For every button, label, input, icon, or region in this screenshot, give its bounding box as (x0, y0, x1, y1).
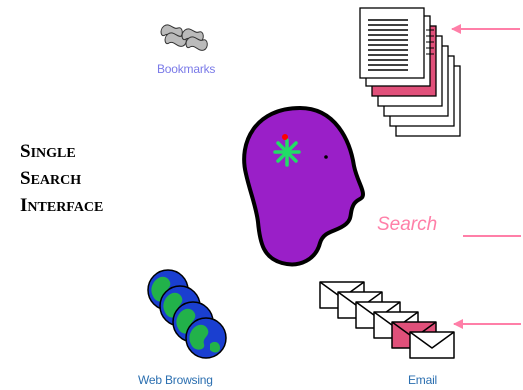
title-line: SEARCH (20, 166, 103, 193)
title-rest: NTERFACE (27, 200, 104, 215)
head-icon (242, 106, 365, 267)
bookmarks-icon (160, 24, 208, 51)
title-rest: EARCH (30, 173, 82, 188)
title-initial: S (20, 141, 31, 162)
bookmarks-label: Bookmarks (157, 62, 216, 76)
web-browsing-label: Web Browsing (138, 373, 213, 387)
diagram-title: SINGLE SEARCH INTERFACE (20, 139, 103, 220)
envelope-stack-icon (319, 281, 455, 359)
title-line: INTERFACE (20, 193, 103, 220)
document-stack-icon (359, 7, 461, 137)
title-initial: S (20, 168, 31, 189)
globe-stack-icon (147, 269, 227, 359)
email-label: Email (408, 373, 438, 387)
search-label: Search (377, 214, 438, 235)
title-initial: I (20, 195, 28, 216)
title-rest: INGLE (30, 146, 76, 161)
title-line: SINGLE (20, 139, 103, 166)
